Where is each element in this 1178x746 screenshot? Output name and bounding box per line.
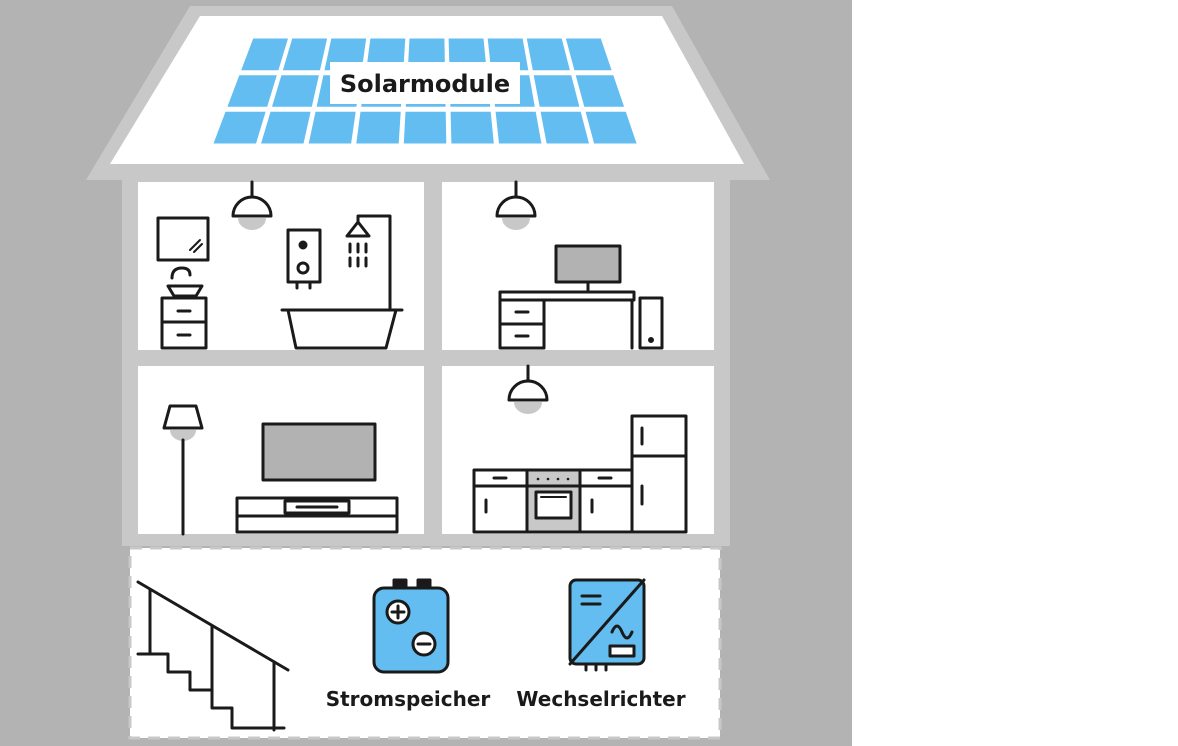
solar-panel-cell: [261, 111, 311, 144]
solar-panel-cell: [308, 111, 356, 144]
battery-icon: [372, 578, 450, 674]
solar-panel-cell: [540, 111, 589, 144]
monitor-icon: [554, 244, 622, 294]
solar-panel-cell: [575, 75, 625, 107]
floor-lamp-icon: [162, 404, 204, 536]
solar-panel-cell: [213, 111, 266, 144]
ceiling-lamp-icon: [507, 364, 549, 414]
bathtub-icon: [280, 308, 404, 350]
tv-stand-icon: [235, 496, 399, 534]
inverter-icon: [568, 578, 646, 672]
ceiling-lamp-icon: [231, 180, 273, 230]
tv-icon: [261, 422, 377, 482]
solar-panel-cell: [403, 111, 447, 144]
sink-icon: [160, 266, 208, 350]
pc-tower-icon: [638, 296, 664, 350]
solar-panel-cell: [495, 111, 542, 144]
ceiling-lamp-icon: [495, 180, 537, 230]
solar-panel-cell: [565, 38, 612, 71]
desk-icon: [498, 290, 636, 350]
storage-label: Stromspeicher: [326, 687, 491, 711]
solar-panel-cell: [526, 38, 570, 71]
bathroom-mirror-icon: [156, 216, 210, 262]
fridge-icon: [630, 414, 688, 534]
staircase-icon: [136, 580, 290, 732]
room-bathroom: [138, 182, 424, 350]
shower-icon: [345, 214, 392, 310]
solar-label: Solarmodule: [340, 70, 510, 98]
oven-icon: [525, 468, 582, 534]
solar-panel-cell: [356, 111, 401, 144]
solar-panel-cell: [227, 75, 277, 107]
inverter-label: Wechselrichter: [516, 687, 685, 711]
solar-panel-cell: [533, 75, 580, 107]
solar-label-bg: [330, 62, 520, 104]
solar-panel-cell: [585, 111, 637, 144]
solar-panel-cell: [241, 38, 288, 71]
solar-panel-cell: [450, 111, 494, 144]
solar-panel-cell: [272, 75, 319, 107]
water-heater-icon: [286, 228, 322, 290]
solar-panel-cell: [282, 38, 328, 71]
